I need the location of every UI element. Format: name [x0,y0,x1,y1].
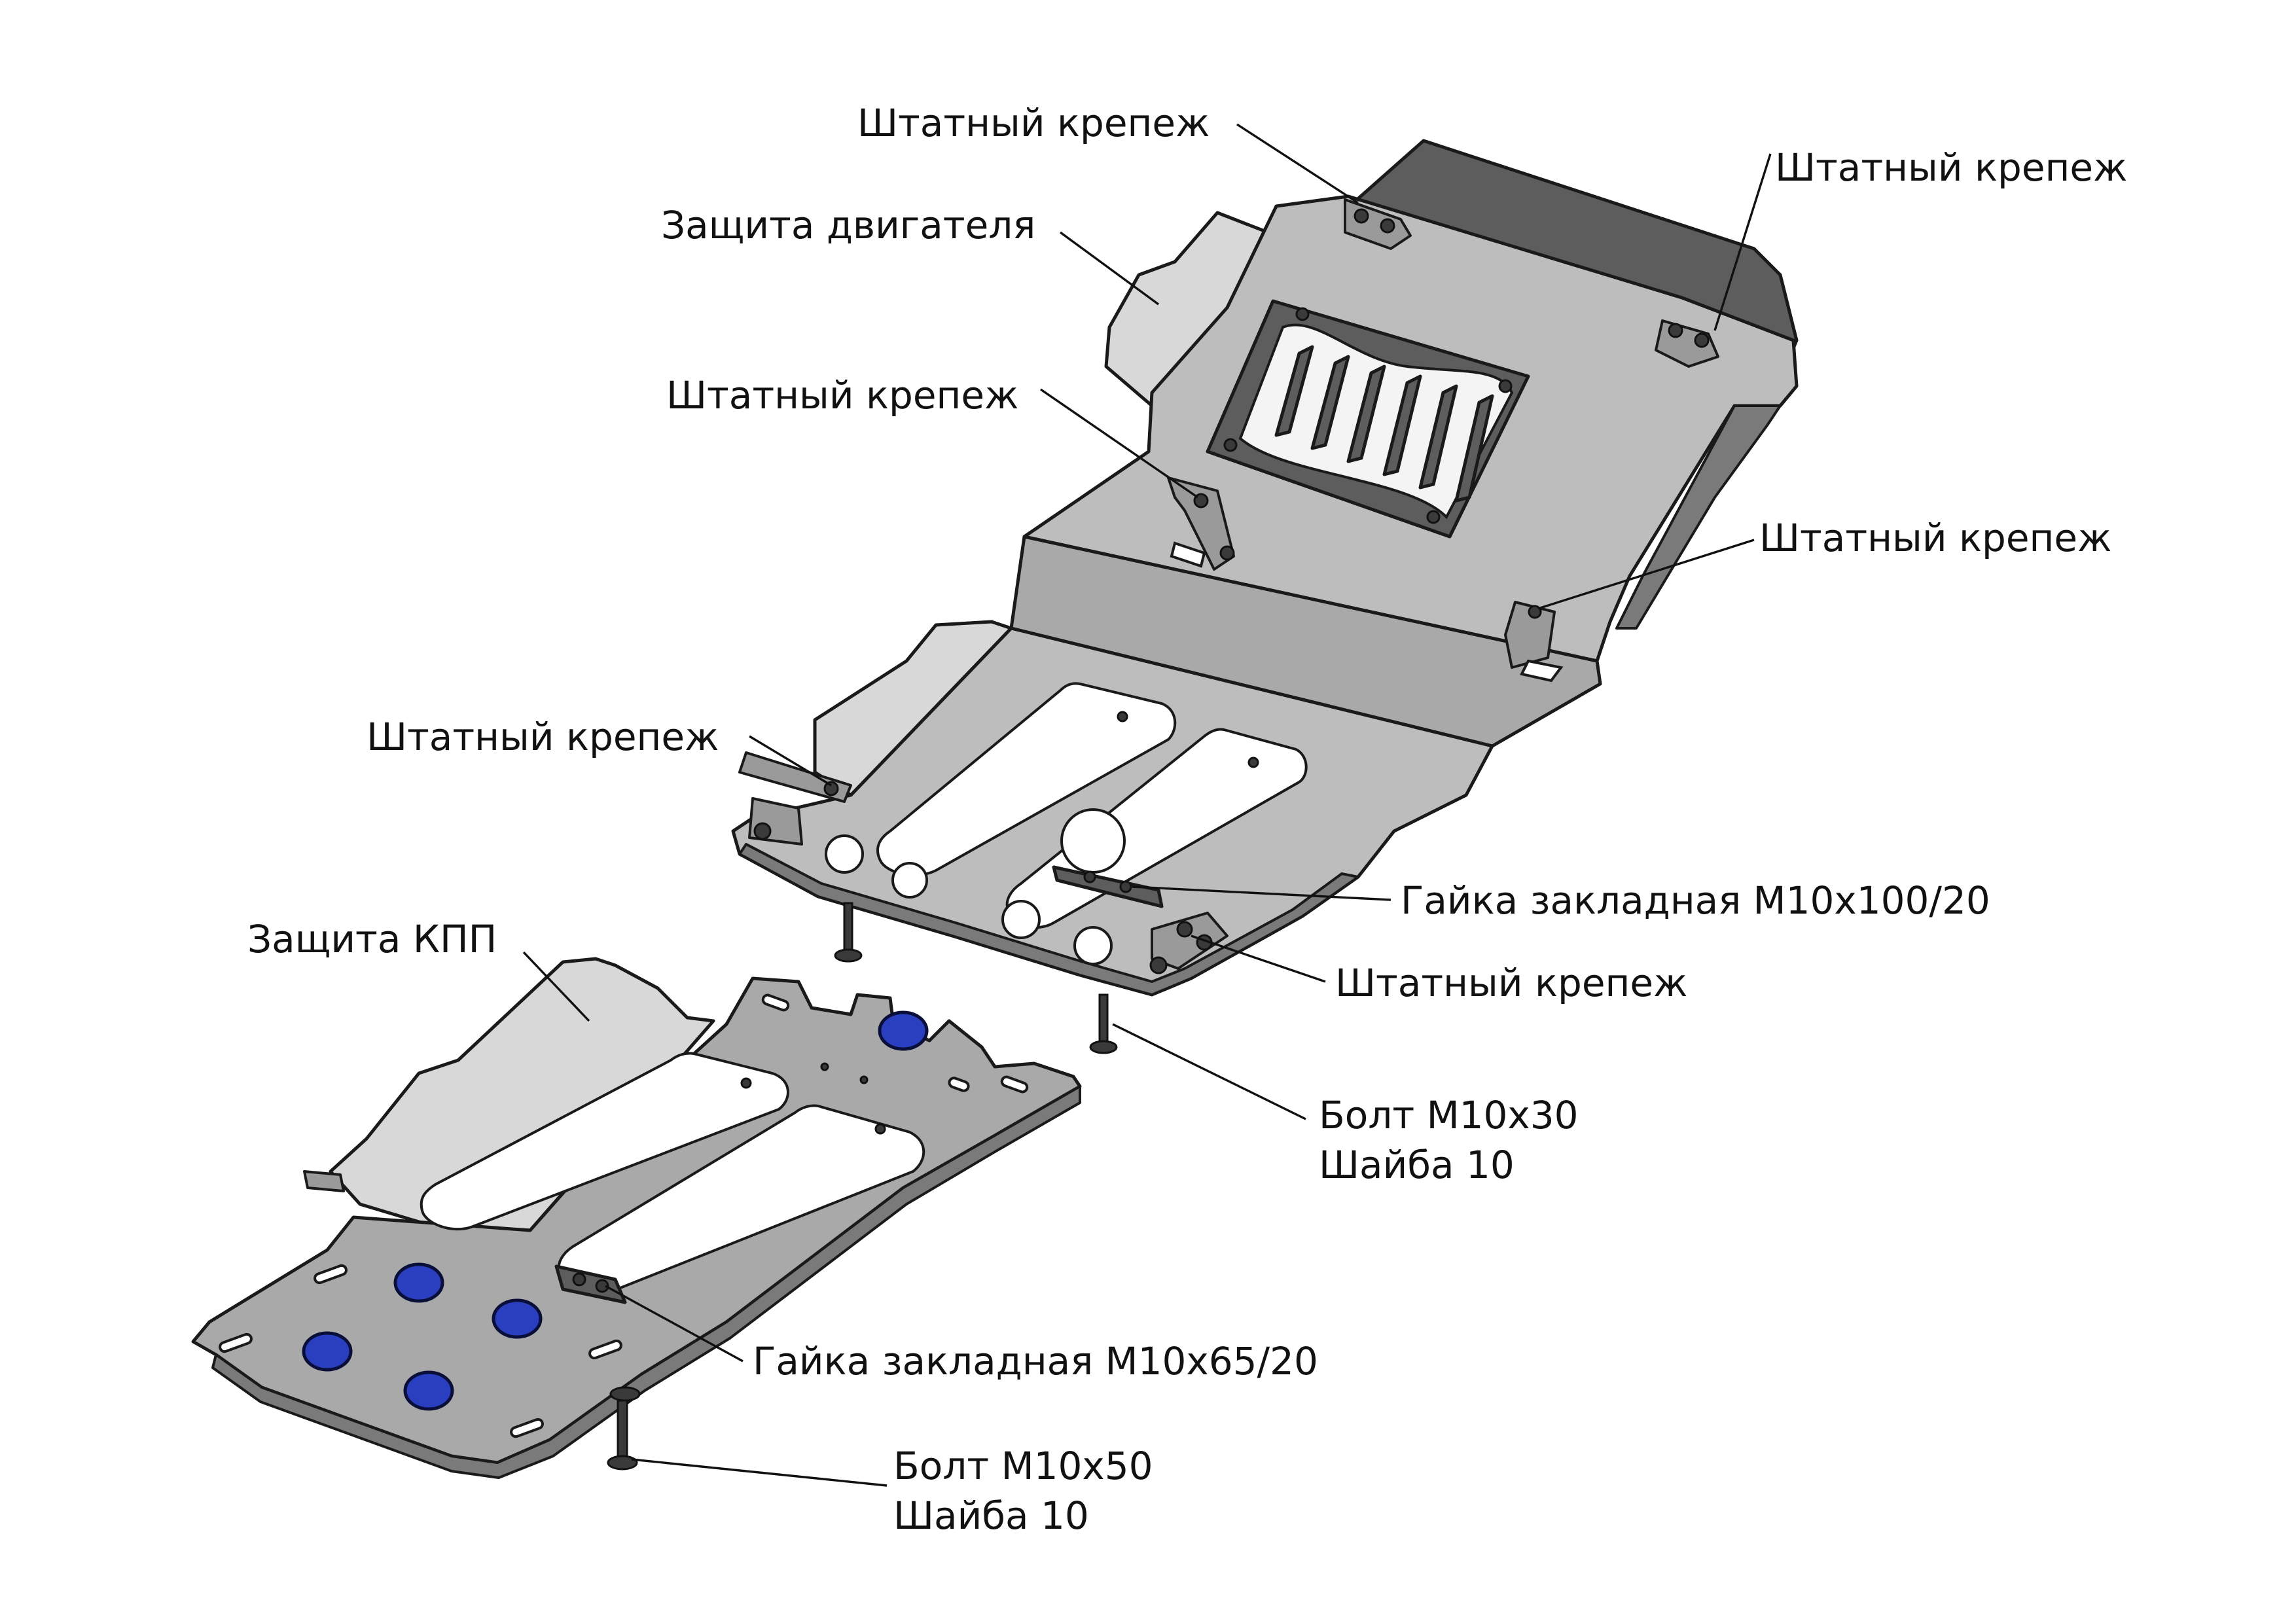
label-nut-m10x65: Гайка закладная М10х65/20 [753,1339,1318,1383]
engine-vent-panel [1206,299,1530,539]
label-bolt-m10x30-line1: Болт М10х30 [1319,1093,1579,1137]
embedded-nut-m10x65 [554,1264,627,1304]
blue-nut-2 [393,1262,444,1303]
gearbox-guard-plate [191,957,1082,1479]
engine-mount-bracket-top-right [1655,319,1719,368]
label-std-mount-top-right: Штатный крепеж [1775,145,2127,190]
label-engine-guard: Защита двигателя [661,203,1035,247]
label-bolt-m10x50-line2: Шайба 10 [893,1493,1089,1538]
bolt-m10x30-left [834,902,863,963]
label-std-mount-mid-right: Штатный крепеж [1759,516,2111,560]
engine-slot-left [876,682,1177,877]
blue-nut-4 [302,1331,353,1372]
blue-nut-1 [878,1010,929,1051]
label-std-mount-top: Штатный крепеж [857,101,1210,145]
label-std-mount-mid-left: Штатный крепеж [666,373,1018,418]
leader-lines [522,123,1772,1487]
label-gearbox-guard: Защита КПП [247,917,497,961]
gearbox-slot-left [420,1052,789,1231]
label-bolt-m10x50-line1: Болт М10х50 [893,1444,1153,1488]
blue-nut-5 [403,1370,454,1411]
blue-nut-3 [492,1298,543,1339]
engine-mount-bracket-mid [1167,476,1235,571]
engine-center-hole [1060,808,1126,874]
engine-mount-bracket-front-left [738,751,852,846]
label-std-mount-front-left: Штатный крепеж [367,715,719,759]
bolt-m10x50 [607,1386,641,1471]
bolt-m10x30-right [1089,993,1118,1054]
label-std-mount-front-right: Штатный крепеж [1335,961,1687,1005]
label-nut-m10x100: Гайка закладная М10х100/20 [1401,878,1990,923]
engine-guard-plate [731,139,1799,1054]
label-bolt-m10x30-line2: Шайба 10 [1319,1143,1515,1187]
callout-labels: Штатный крепеж Защита двигателя Штатный … [247,101,2127,1538]
engine-mount-bracket-top [1344,198,1412,250]
embedded-nut-m10x100 [1052,865,1164,908]
engine-mount-bracket-right [1504,601,1564,683]
